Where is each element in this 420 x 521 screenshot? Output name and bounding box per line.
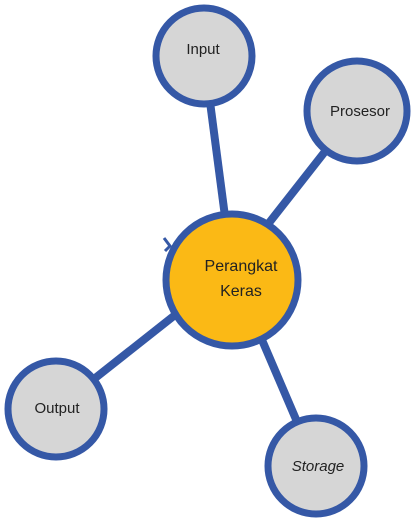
node-output: Output	[4, 357, 108, 461]
node-prosesor: Prosesor	[303, 57, 411, 165]
connector-tick-mark	[162, 237, 172, 253]
node-storage: Storage	[264, 414, 368, 518]
center-node: Perangkat Keras	[162, 210, 302, 350]
node-prosesor-label: Prosesor	[330, 103, 390, 120]
node-storage-label: Storage	[292, 458, 345, 475]
center-label-line2: Keras	[220, 283, 262, 300]
center-label-line1: Perangkat	[205, 258, 278, 275]
node-input: Input	[152, 4, 256, 108]
node-input-label: Input	[186, 41, 220, 58]
node-output-label: Output	[34, 400, 80, 417]
